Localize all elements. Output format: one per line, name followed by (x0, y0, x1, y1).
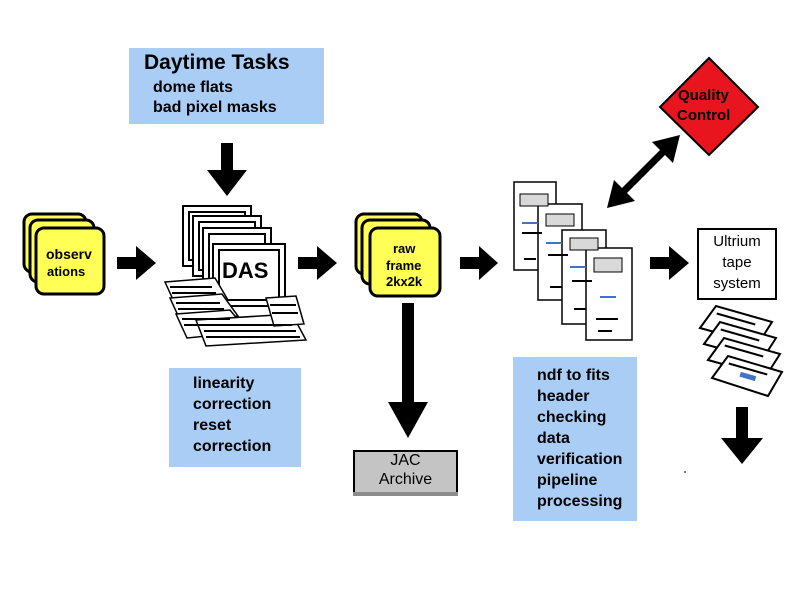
arrow-down-icon (207, 143, 247, 196)
observations-label: observ (46, 246, 92, 262)
ultrium-label: tape (722, 254, 752, 271)
arrow-right-icon (298, 246, 337, 280)
jac-archive-label: Archive (378, 471, 433, 488)
observations-label: ations (47, 264, 86, 279)
arrow-right-icon (460, 246, 498, 280)
linearity-item: correction (193, 396, 272, 413)
pipeline-processing-box: ndf to fits header checking data verific… (513, 357, 637, 521)
arrow-down-icon (721, 407, 763, 464)
pipeline-item: pipeline (537, 472, 598, 489)
linearity-correction-box: linearity correction reset correction (169, 368, 301, 467)
pipeline-item: data (537, 430, 570, 447)
quality-control-label: Control (677, 107, 731, 124)
daytime-tasks-item: dome flats (153, 79, 234, 96)
jac-archive-box: JAC Archive (353, 450, 458, 494)
raw-frame-label: frame (386, 258, 422, 273)
arrow-right-icon (117, 246, 156, 280)
pipeline-item: header (537, 388, 590, 405)
jac-archive-base (353, 492, 458, 496)
daytime-tasks-title: Daytime Tasks (144, 51, 290, 74)
das-label: DAS (222, 258, 269, 283)
linearity-item: reset (193, 417, 232, 434)
ultrium-label: Ultrium (713, 233, 761, 250)
pipeline-item: ndf to fits (537, 367, 610, 384)
pipeline-item: processing (537, 493, 623, 510)
arrow-right-icon (650, 246, 689, 280)
daytime-tasks-item: bad pixel masks (153, 99, 277, 116)
pipeline-item: checking (537, 409, 607, 426)
raw-frame-label: raw (393, 241, 416, 256)
jac-archive-label: JAC (390, 452, 421, 469)
quality-control-label: Quality (678, 87, 729, 104)
raw-frame-label: 2kx2k (386, 274, 423, 289)
pipeline-item: verification (537, 451, 623, 468)
ultrium-label: system (713, 275, 761, 292)
linearity-item: correction (193, 438, 272, 455)
daytime-tasks-box: Daytime Tasks dome flats bad pixel masks (129, 48, 324, 124)
double-arrow-icon (607, 135, 680, 208)
linearity-item: linearity (193, 375, 255, 392)
arrow-down-icon (388, 303, 428, 438)
ultrium-tape-system-box: Ultrium tape system (697, 228, 777, 300)
